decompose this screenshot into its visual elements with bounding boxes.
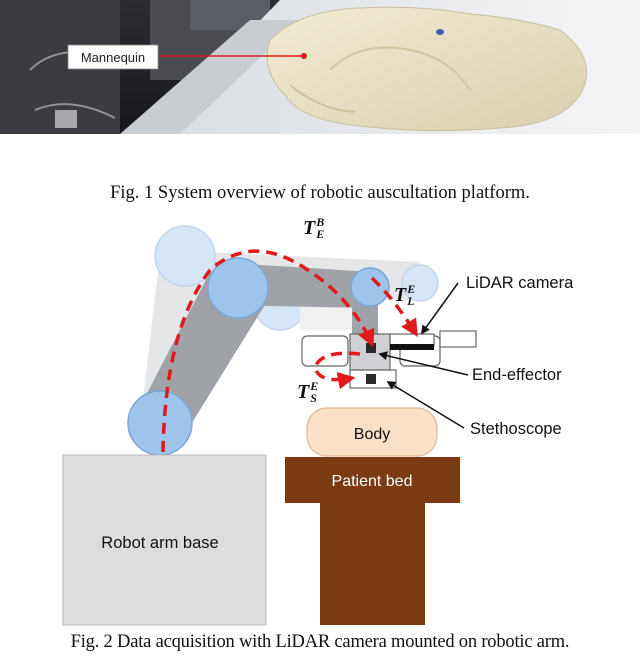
robot-arm-base-label: Robot arm base <box>101 534 218 552</box>
ghost-joint-shoulder <box>154 225 216 287</box>
patient-bed-label: Patient bed <box>332 473 413 490</box>
figure-1-caption: Fig. 1 System overview of robotic auscul… <box>110 183 530 203</box>
robot-arm <box>127 257 390 456</box>
end-effector-label: End-effector <box>472 366 562 384</box>
end-effector-assembly <box>301 330 477 389</box>
ghost-joint-wrist <box>401 264 439 302</box>
mannequin-photo: Mannequin <box>0 0 640 134</box>
joint-shoulder <box>207 257 269 319</box>
body-label: Body <box>354 426 390 443</box>
patient-bed <box>285 457 460 625</box>
joint-base <box>127 390 193 456</box>
robot-arm-base <box>62 454 267 626</box>
lidar-camera-label: LiDAR camera <box>466 274 574 292</box>
joint-wrist <box>350 267 390 307</box>
transform-paths <box>161 249 418 453</box>
body <box>306 407 438 457</box>
figure-2-caption: Fig. 2 Data acquisition with LiDAR camer… <box>70 632 570 652</box>
stethoscope-label: Stethoscope <box>470 420 562 438</box>
mannequin-label: Mannequin <box>81 50 145 65</box>
